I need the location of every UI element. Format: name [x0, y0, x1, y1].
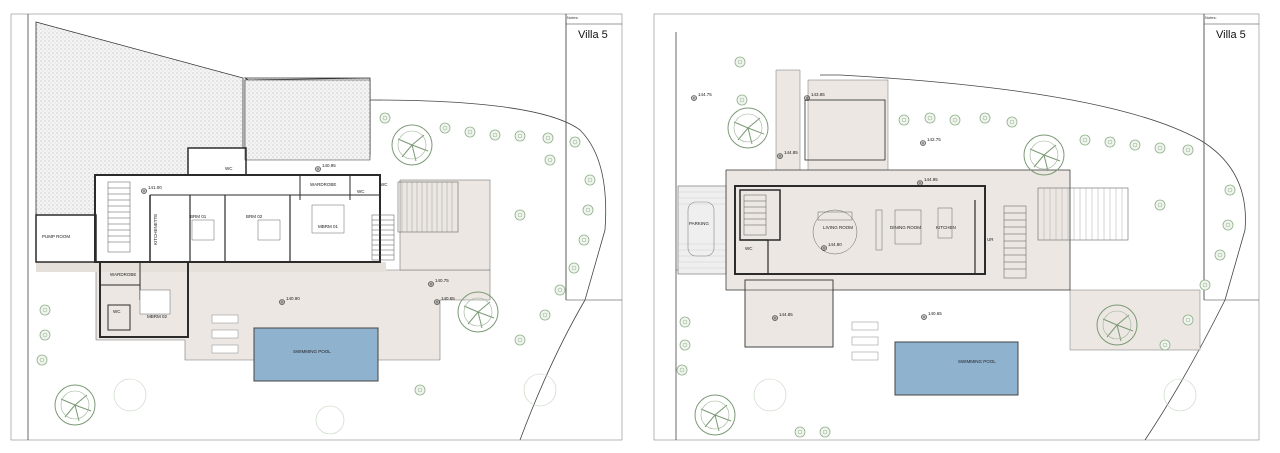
- upper-floor-plan-drawing: PARKING LIVING ROOM DINING ROOM KITCHEN …: [653, 13, 1260, 441]
- level-marker: 140.65: [921, 311, 942, 320]
- svg-text:140.90: 140.90: [286, 296, 300, 301]
- room-label-brm1: BRM 01: [190, 214, 207, 219]
- tree: [54, 384, 96, 426]
- pump-room-walls: [35, 214, 97, 263]
- level-marker: 143.85: [804, 92, 825, 101]
- lower-floor-plan-drawing: PUMP ROOM KITCHENETTE BRM 01 BRM 02 MBRM…: [10, 13, 623, 441]
- level-marker: 144.75: [691, 92, 712, 101]
- level-marker: 144.80: [821, 242, 842, 251]
- villa-title: Villa 5: [578, 29, 608, 41]
- level-marker: 140.75: [428, 278, 449, 287]
- building-walls: [725, 99, 1071, 291]
- level-marker: 140.95: [315, 163, 336, 172]
- svg-text:140.65: 140.65: [928, 311, 942, 316]
- level-marker: 144.95: [917, 177, 938, 186]
- swimming-pool: [894, 341, 1019, 396]
- tree: [457, 291, 499, 333]
- external-stair: [371, 214, 395, 261]
- svg-text:140.75: 140.75: [435, 278, 449, 283]
- svg-text:140.95: 140.95: [322, 163, 336, 168]
- pergola: [397, 181, 459, 233]
- room-label-swimming-pool: SWIMMING POOL: [293, 349, 331, 354]
- room-label-ur: UR: [987, 237, 994, 242]
- room-label-mbrm1: MBRM 01: [318, 224, 339, 229]
- tree: [1023, 134, 1065, 176]
- svg-text:144.85: 144.85: [779, 312, 793, 317]
- side-path: [775, 69, 801, 181]
- room-label-dining-room: DINING ROOM: [890, 225, 921, 230]
- room-label-wc-left: WC: [113, 309, 121, 314]
- sheet-frame: [10, 13, 623, 441]
- level-marker: 142.75: [920, 137, 941, 146]
- room-label-kitchenette: KITCHENETTE: [153, 214, 158, 245]
- room-label-mbrm2: MBRM 02: [147, 314, 168, 319]
- room-label-wardrobe-top: WARDROBE: [310, 182, 336, 187]
- svg-text:144.80: 144.80: [828, 242, 842, 247]
- tree: [1096, 304, 1138, 346]
- room-label-wc: WC: [745, 246, 753, 251]
- level-marker: 144.85: [777, 150, 798, 159]
- svg-text:144.75: 144.75: [698, 92, 712, 97]
- notes-label: Notes:: [1205, 15, 1217, 20]
- bed-furniture: [139, 204, 345, 315]
- svg-text:142.75: 142.75: [927, 137, 941, 142]
- sheet-frame: [653, 13, 1260, 441]
- internal-stair: [107, 181, 131, 253]
- svg-text:144.85: 144.85: [784, 150, 798, 155]
- room-label-living-room: LIVING ROOM: [823, 225, 853, 230]
- villa-title: Villa 5: [1216, 29, 1246, 41]
- level-marker: 141.00: [141, 185, 162, 194]
- living-furniture: [812, 207, 953, 255]
- site-boundary: [675, 32, 1246, 441]
- tree: [727, 107, 769, 149]
- swimming-pool: [253, 327, 379, 382]
- notes-label: Notes:: [567, 15, 579, 20]
- svg-text:140.65: 140.65: [441, 296, 455, 301]
- room-label-wc-right2: WC: [380, 182, 388, 187]
- level-marker: 144.85: [772, 312, 793, 321]
- floor-plan-sheet-upper: PARKING LIVING ROOM DINING ROOM KITCHEN …: [640, 0, 1280, 453]
- room-label-swimming-pool: SWIMMING POOL: [958, 359, 996, 364]
- room-label-wardrobe-left: WARDROBE: [110, 272, 136, 277]
- tree: [391, 124, 433, 166]
- tree: [694, 394, 736, 436]
- room-label-parking: PARKING: [689, 221, 709, 226]
- room-label-wc-top: WC: [225, 166, 233, 171]
- parking-carport: [677, 185, 727, 275]
- svg-text:141.00: 141.00: [148, 185, 162, 190]
- pergola: [1037, 187, 1129, 241]
- sun-loungers: [211, 314, 239, 354]
- sun-loungers: [851, 321, 879, 361]
- room-label-kitchen: KITCHEN: [936, 225, 956, 230]
- landscaped-bank-left: [35, 21, 244, 216]
- internal-stair: [743, 194, 767, 236]
- floor-plan-sheet-lower: PUMP ROOM KITCHENETTE BRM 01 BRM 02 MBRM…: [10, 13, 623, 441]
- room-label-pump-room: PUMP ROOM: [42, 234, 70, 239]
- room-label-brm2: BRM 02: [246, 214, 263, 219]
- front-terrace: [744, 279, 834, 348]
- svg-text:143.85: 143.85: [811, 92, 825, 97]
- site-boundary: [27, 14, 607, 441]
- level-marker: 140.65: [434, 296, 455, 305]
- external-stair: [1003, 205, 1027, 279]
- level-marker: 140.90: [279, 296, 300, 305]
- svg-text:144.95: 144.95: [924, 177, 938, 182]
- room-label-wc-right: WC: [357, 189, 365, 194]
- rear-courtyard: [807, 79, 889, 176]
- side-terrace: [399, 179, 491, 271]
